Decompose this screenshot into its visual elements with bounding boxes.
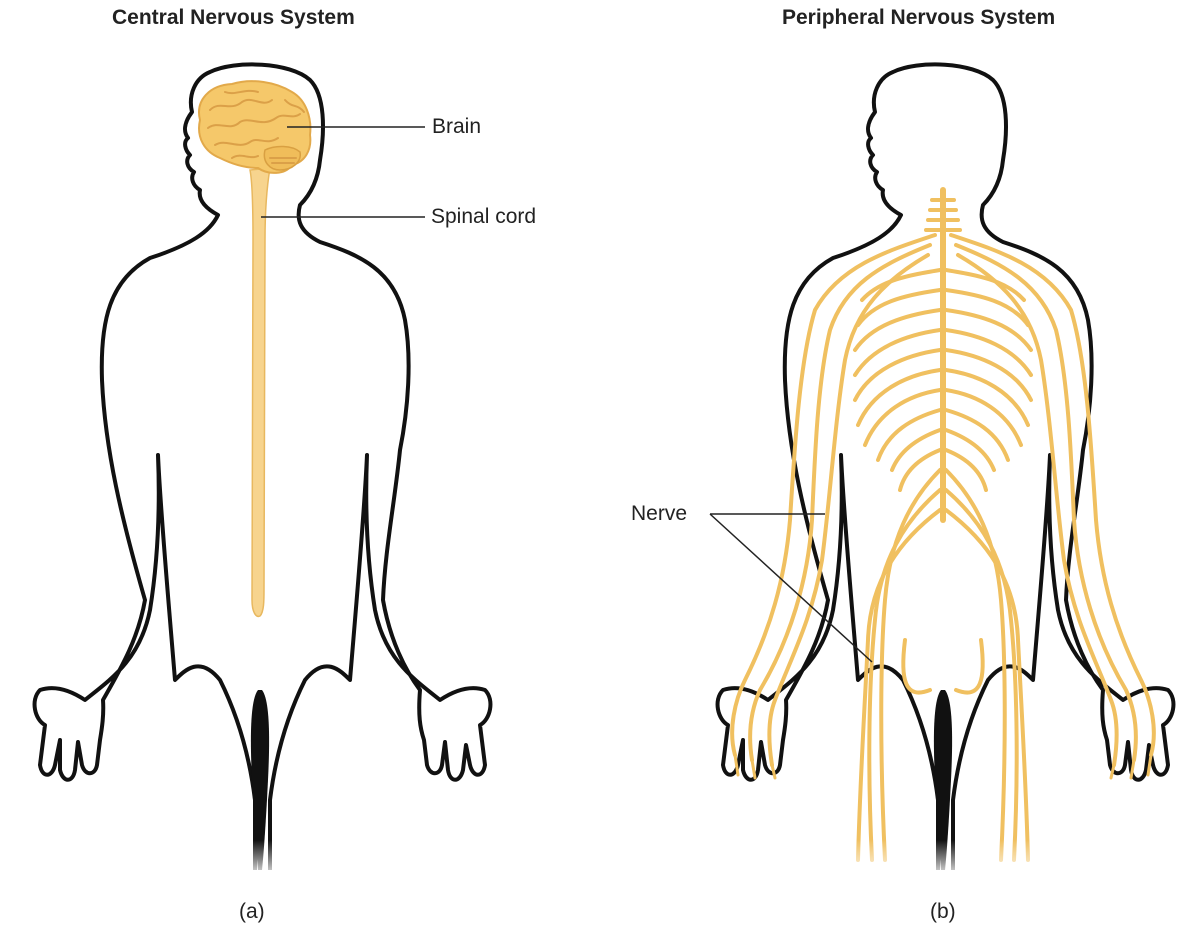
brain-label: Brain [432,115,482,138]
leg-fade [0,840,1198,880]
panel-a-caption: (a) [239,900,265,923]
panel-b-caption: (b) [930,900,956,923]
nerve-leader-lines [709,513,873,663]
spinal-cord-a [249,167,271,618]
panel-a-title: Central Nervous System [112,6,355,29]
brain-a [198,80,312,174]
body-outline-a [32,62,493,872]
spinal-cord-label: Spinal cord [431,205,537,228]
body-outline-b [715,62,1176,872]
nerve-label: Nerve [631,502,688,525]
peripheral-nerves-b [730,187,1156,862]
panel-b-title: Peripheral Nervous System [782,6,1056,29]
